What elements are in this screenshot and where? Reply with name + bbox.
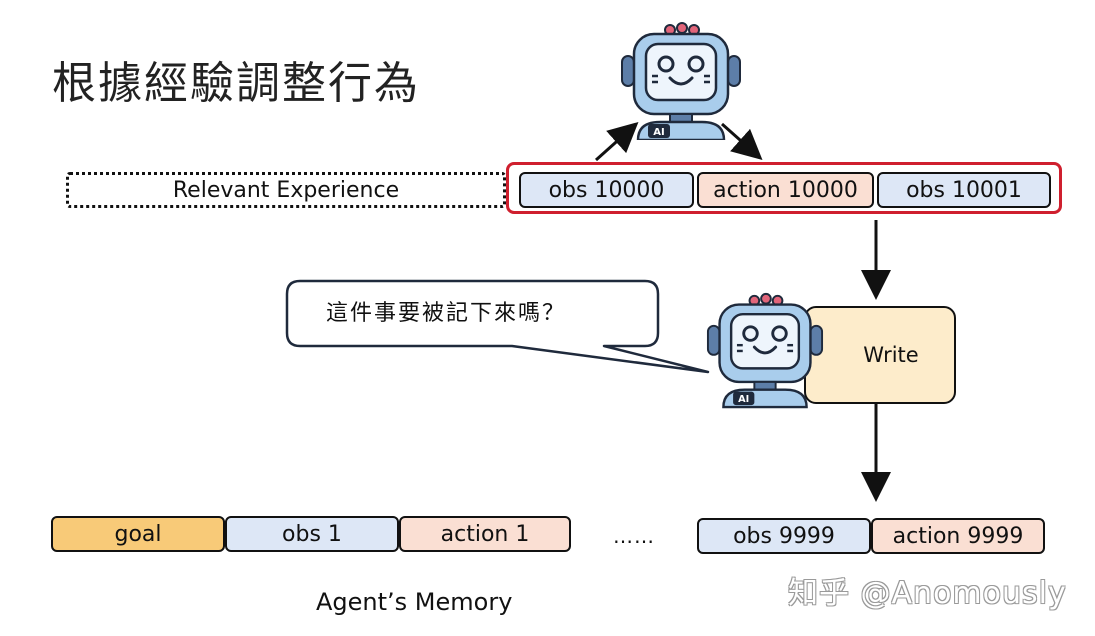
speech-bubble-text: 這件事要被記下來嗎？ [326, 301, 567, 326]
experience-highlight-frame [506, 162, 1062, 214]
memory-ellipsis: …… [613, 524, 655, 548]
memory-action-9999: action 9999 [871, 518, 1045, 554]
memory-obs-1: obs 1 [225, 516, 399, 552]
relevant-experience-box: Relevant Experience [66, 172, 506, 208]
arrow-robot-to-action [721, 122, 763, 160]
page-title: 根據經驗調整行為 [52, 58, 420, 109]
write-box: Write [804, 306, 956, 404]
write-label: Write [863, 343, 919, 367]
memory-goal: goal [51, 516, 225, 552]
robot-icon-middle: AI [706, 292, 824, 409]
experience-obs-10000: obs 10000 [519, 172, 694, 208]
speech-bubble-shape [285, 279, 710, 374]
experience-obs-10001: obs 10001 [877, 172, 1051, 208]
memory-action-1: action 1 [399, 516, 571, 552]
robot-badge-top: AI [653, 127, 664, 138]
experience-action-10000: action 10000 [697, 172, 874, 208]
relevant-experience-label: Relevant Experience [172, 177, 400, 203]
robot-badge-middle: AI [738, 394, 749, 405]
robot-icon-top: AI [621, 22, 741, 140]
memory-caption: Agent’s Memory [316, 588, 513, 616]
arrow-obs-to-robot [594, 121, 639, 162]
memory-obs-9999: obs 9999 [697, 518, 871, 554]
watermark-text: 知乎 @Anomously [788, 576, 1067, 611]
